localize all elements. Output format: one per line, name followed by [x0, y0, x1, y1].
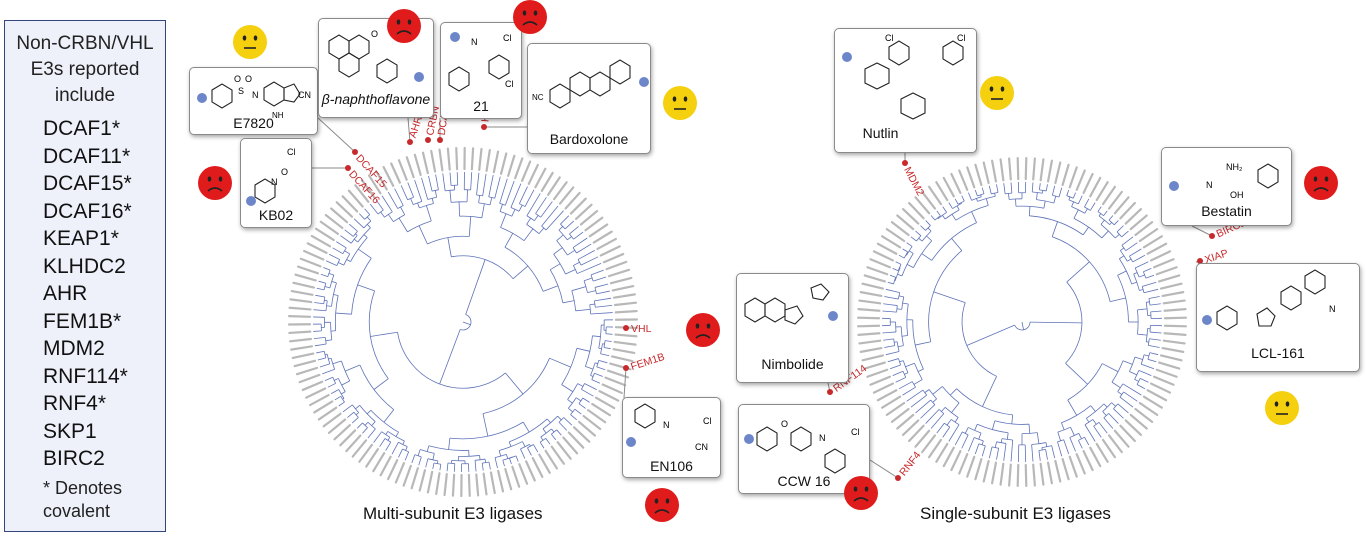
- e3-list: DCAF1* DCAF11* DCAF15* DCAF16* KEAP1* KL…: [5, 115, 165, 473]
- nimbolide-structure-icon: [744, 283, 838, 325]
- multi-subunit-tree: [287, 146, 639, 498]
- highlight-label-fem1b: FEM1B: [629, 351, 666, 373]
- single-subunit-caption: Single-subunit E3 ligases: [920, 504, 1111, 523]
- covalent-note: * Denotes covalent: [5, 477, 165, 523]
- svg-text:O: O: [245, 74, 252, 84]
- highlight-label-mdm2: MDM2: [901, 165, 926, 198]
- svg-text:N: N: [1329, 304, 1336, 314]
- svg-text:Cl: Cl: [703, 416, 712, 426]
- e3-item: MDM2: [43, 337, 105, 360]
- compound-box-kb02: Cl O N KB02: [240, 138, 312, 228]
- note-line: * Denotes: [43, 477, 123, 498]
- en106-structure-icon: N Cl CN: [626, 403, 712, 452]
- svg-text:O: O: [371, 29, 378, 39]
- svg-text:Cl: Cl: [287, 147, 296, 157]
- compound-box-e7820: S O O N CN NH E7820: [189, 67, 318, 135]
- e7820-structure-icon: S O O N CN NH: [197, 74, 311, 120]
- bestatin-structure-icon: N NH₂ OH: [1169, 162, 1279, 200]
- svg-text:OH: OH: [1230, 190, 1244, 200]
- heading-line: include: [54, 85, 116, 106]
- compound-box-naphthoflavone: O β-naphthoflavone: [318, 18, 434, 118]
- compound-box-bardoxolone: NC Bardoxolone: [527, 43, 651, 154]
- svg-text:S: S: [238, 86, 244, 96]
- naphthoflavone-structure-icon: O: [328, 29, 424, 84]
- svg-text:O: O: [234, 74, 241, 84]
- bardoxolone-structure-icon: NC: [532, 59, 649, 109]
- lcl161-structure-icon: N: [1202, 269, 1336, 331]
- e3-list-heading: Non-CRBN/VHL E3s reported include: [5, 31, 165, 109]
- e3-item: DCAF15*: [43, 172, 132, 195]
- svg-text:NH₂: NH₂: [1226, 162, 1243, 172]
- lcl161-label: LCL-161: [1251, 345, 1305, 361]
- e3-item: AHR: [43, 282, 88, 305]
- e3-item: DCAF16*: [43, 199, 132, 223]
- nimbolide-label: Nimbolide: [761, 356, 824, 372]
- svg-text:N: N: [819, 433, 826, 443]
- highlight-label-rnf4: RNF4: [897, 449, 923, 478]
- compound-21-label: 21: [473, 98, 489, 114]
- compound-21-structure-icon: N Cl Cl: [448, 32, 514, 92]
- svg-text:CN: CN: [695, 442, 708, 452]
- svg-text:CN: CN: [298, 90, 311, 100]
- svg-text:O: O: [281, 167, 288, 177]
- heading-line: Non-CRBN/VHL: [16, 33, 154, 54]
- svg-text:N: N: [252, 90, 259, 100]
- e3-list-panel: Non-CRBN/VHL E3s reported include DCAF1*…: [4, 20, 166, 532]
- en106-label: EN106: [650, 458, 693, 474]
- e3-item: DCAF11*: [43, 144, 131, 168]
- svg-text:N: N: [1206, 180, 1213, 190]
- ccw16-label: CCW 16: [777, 473, 831, 489]
- svg-text:N: N: [663, 420, 670, 430]
- svg-text:Cl: Cl: [503, 33, 512, 43]
- bestatin-label: Bestatin: [1201, 203, 1252, 219]
- e3-item: KLHDC2: [43, 254, 126, 278]
- ccw16-structure-icon: O N Cl: [744, 419, 860, 474]
- kb02-structure-icon: Cl O N: [246, 147, 296, 206]
- e3-item: KEAP1*: [43, 227, 119, 250]
- single-subunit-tree: [856, 156, 1188, 488]
- compound-box-21: N Cl Cl 21: [440, 22, 522, 119]
- multi-subunit-caption: Multi-subunit E3 ligases: [363, 504, 543, 523]
- compound-box-nutlin: Cl Cl Nutlin: [834, 28, 977, 153]
- e3-item: BIRC2: [43, 447, 105, 470]
- compound-box-lcl161: N LCL-161: [1196, 263, 1360, 372]
- compound-box-nimbolide: Nimbolide: [736, 273, 849, 383]
- highlight-label-vhl: VHL: [631, 323, 652, 335]
- svg-text:Cl: Cl: [885, 33, 894, 43]
- e3-item: RNF114*: [43, 364, 128, 388]
- svg-text:NC: NC: [532, 93, 544, 102]
- svg-text:Cl: Cl: [851, 427, 860, 437]
- nutlin-label: Nutlin: [862, 125, 899, 141]
- svg-text:N: N: [271, 177, 278, 187]
- svg-text:Cl: Cl: [957, 33, 966, 43]
- note-line: covalent: [43, 500, 111, 521]
- compound-box-en106: N Cl CN EN106: [622, 397, 721, 478]
- compound-box-bestatin: N NH₂ OH Bestatin: [1161, 147, 1292, 226]
- e3-item: DCAF1*: [43, 117, 121, 140]
- bardoxolone-label: Bardoxolone: [549, 131, 629, 147]
- svg-text:NH: NH: [272, 111, 284, 120]
- svg-text:Cl: Cl: [505, 79, 514, 89]
- e3-item: RNF4*: [43, 392, 107, 415]
- svg-text:N: N: [471, 37, 478, 47]
- svg-text:O: O: [781, 419, 788, 429]
- naphthoflavone-label: β-naphthoflavone: [321, 91, 431, 107]
- compound-box-ccw16: O N Cl CCW 16: [738, 404, 870, 494]
- heading-line: E3s reported: [30, 59, 140, 80]
- leader-lines: [312, 117, 1213, 479]
- kb02-label: KB02: [258, 207, 294, 223]
- nutlin-structure-icon: Cl Cl: [842, 33, 966, 120]
- e7820-label: E7820: [233, 115, 274, 131]
- e3-item: SKP1: [43, 419, 97, 443]
- e3-item: FEM1B*: [43, 309, 122, 333]
